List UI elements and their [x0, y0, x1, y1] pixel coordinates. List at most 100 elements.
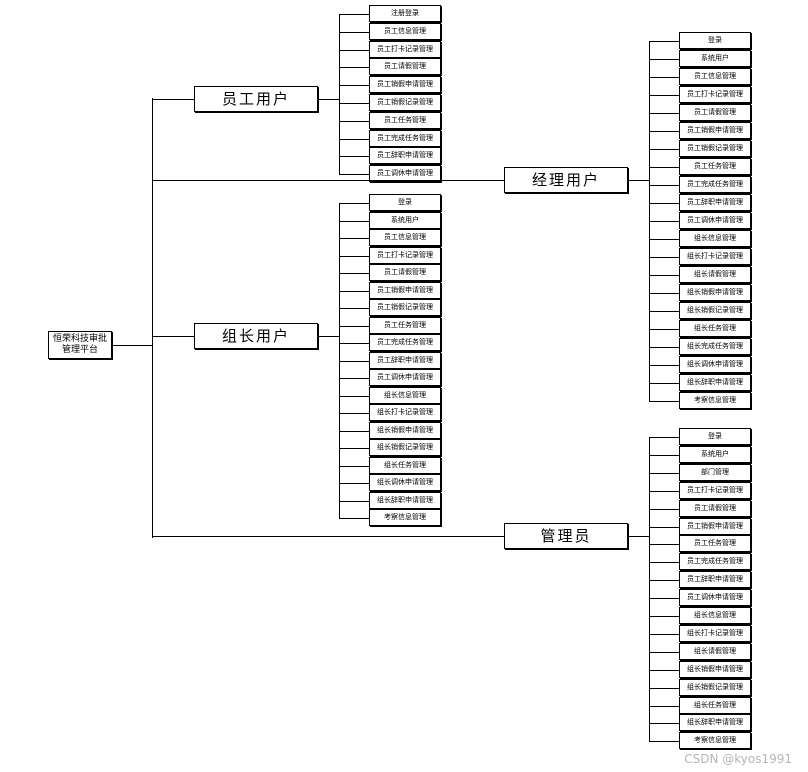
- leaf-connector: [649, 473, 679, 474]
- leaf-node: 员工任务管理: [369, 112, 441, 129]
- root-node: 恒荣科技审批 管理平台: [48, 331, 112, 359]
- category-connector: [628, 536, 649, 537]
- leaf-node: 员工任务管理: [679, 535, 751, 552]
- leaf-connector: [339, 291, 369, 292]
- leaf-node: 员工请假管理: [369, 264, 441, 281]
- leaf-connector: [339, 361, 369, 362]
- leaf-node: 员工调休申请管理: [369, 165, 441, 182]
- trunk-branch: [152, 336, 194, 337]
- leaf-connector: [649, 455, 679, 456]
- leaf-connector: [649, 383, 679, 384]
- leaf-connector: [339, 308, 369, 309]
- leaf-node: 组长辞职申请管理: [369, 492, 441, 509]
- leaf-connector: [339, 139, 369, 140]
- leaf-node: 员工信息管理: [369, 229, 441, 246]
- leaf-connector: [339, 518, 369, 519]
- leaf-node: 员工请假管理: [369, 58, 441, 75]
- leaf-node: 组长打卡记录管理: [679, 625, 751, 642]
- leaf-connector: [649, 509, 679, 510]
- leaf-node: 员工调休申请管理: [679, 589, 751, 606]
- trunk-branch: [152, 536, 504, 537]
- leaf-node: 组长完成任务管理: [679, 338, 751, 355]
- leaf-connector: [339, 483, 369, 484]
- trunk-branch: [152, 180, 504, 181]
- leaf-connector: [339, 413, 369, 414]
- leaf-connector: [339, 501, 369, 502]
- leaf-connector: [339, 103, 369, 104]
- leaf-node: 员工信息管理: [679, 68, 751, 85]
- leaf-connector: [649, 365, 679, 366]
- leaf-connector: [339, 203, 369, 204]
- leaf-connector: [339, 326, 369, 327]
- leaf-connector: [649, 185, 679, 186]
- leaf-node: 员工完成任务管理: [679, 553, 751, 570]
- leaf-connector: [339, 256, 369, 257]
- leaf-node: 组长任务管理: [679, 697, 751, 714]
- leaf-node: 登录: [369, 194, 441, 211]
- leaf-node: 员工任务管理: [369, 317, 441, 334]
- leaf-node: 组长辞职申请管理: [679, 374, 751, 391]
- category-node: 员工用户: [194, 86, 318, 112]
- leaf-connector: [339, 32, 369, 33]
- leaf-connector: [649, 95, 679, 96]
- leaf-node: 考察信息管理: [679, 732, 751, 749]
- leaf-connector: [649, 527, 679, 528]
- leaf-node: 员工辞职申请管理: [369, 147, 441, 164]
- leaf-connector: [649, 59, 679, 60]
- leaf-connector: [649, 131, 679, 132]
- main-trunk: [152, 98, 153, 538]
- leaf-connector: [339, 67, 369, 68]
- leaf-connector: [649, 311, 679, 312]
- leaf-node: 组长信息管理: [679, 230, 751, 247]
- leaf-connector: [649, 688, 679, 689]
- leaf-connector: [649, 113, 679, 114]
- leaf-connector: [649, 706, 679, 707]
- leaf-node: 考察信息管理: [679, 392, 751, 409]
- leaf-connector: [649, 544, 679, 545]
- root-connector: [112, 345, 153, 346]
- leaf-connector: [339, 343, 369, 344]
- leaf-connector: [339, 273, 369, 274]
- leaf-node: 组长调休申请管理: [679, 356, 751, 373]
- leaf-connector: [339, 85, 369, 86]
- leaf-connector: [339, 466, 369, 467]
- leaf-node: 员工调休申请管理: [679, 212, 751, 229]
- leaf-connector: [649, 598, 679, 599]
- leaf-bracket: [339, 14, 340, 175]
- leaf-node: 组长销假记录管理: [679, 302, 751, 319]
- leaf-connector: [339, 221, 369, 222]
- leaf-node: 员工请假管理: [679, 500, 751, 517]
- leaf-connector: [339, 174, 369, 175]
- leaf-node: 组长销假申请管理: [679, 284, 751, 301]
- leaf-connector: [649, 347, 679, 348]
- leaf-node: 员工销假申请管理: [369, 76, 441, 93]
- leaf-bracket: [649, 437, 650, 742]
- leaf-node: 员工打卡记录管理: [369, 41, 441, 58]
- leaf-node: 系统用户: [679, 50, 751, 67]
- leaf-connector: [339, 14, 369, 15]
- leaf-node: 员工销假记录管理: [369, 299, 441, 316]
- leaf-connector: [339, 431, 369, 432]
- leaf-node: 登录: [679, 428, 751, 445]
- leaf-node: 员工打卡记录管理: [369, 247, 441, 264]
- leaf-connector: [649, 329, 679, 330]
- leaf-node: 员工销假申请管理: [679, 122, 751, 139]
- leaf-node: 注册登录: [369, 5, 441, 22]
- leaf-node: 员工请假管理: [679, 104, 751, 121]
- leaf-connector: [649, 491, 679, 492]
- leaf-node: 系统用户: [369, 212, 441, 229]
- leaf-connector: [649, 239, 679, 240]
- category-connector: [628, 180, 649, 181]
- leaf-node: 组长调休申请管理: [369, 474, 441, 491]
- leaf-node: 系统用户: [679, 446, 751, 463]
- leaf-connector: [649, 616, 679, 617]
- leaf-node: 员工完成任务管理: [369, 130, 441, 147]
- leaf-node: 组长销假申请管理: [679, 661, 751, 678]
- leaf-node: 组长销假记录管理: [679, 679, 751, 696]
- leaf-node: 员工打卡记录管理: [679, 86, 751, 103]
- leaf-connector: [649, 167, 679, 168]
- leaf-connector: [339, 396, 369, 397]
- leaf-connector: [649, 221, 679, 222]
- watermark: CSDN @kyos1991: [684, 752, 792, 766]
